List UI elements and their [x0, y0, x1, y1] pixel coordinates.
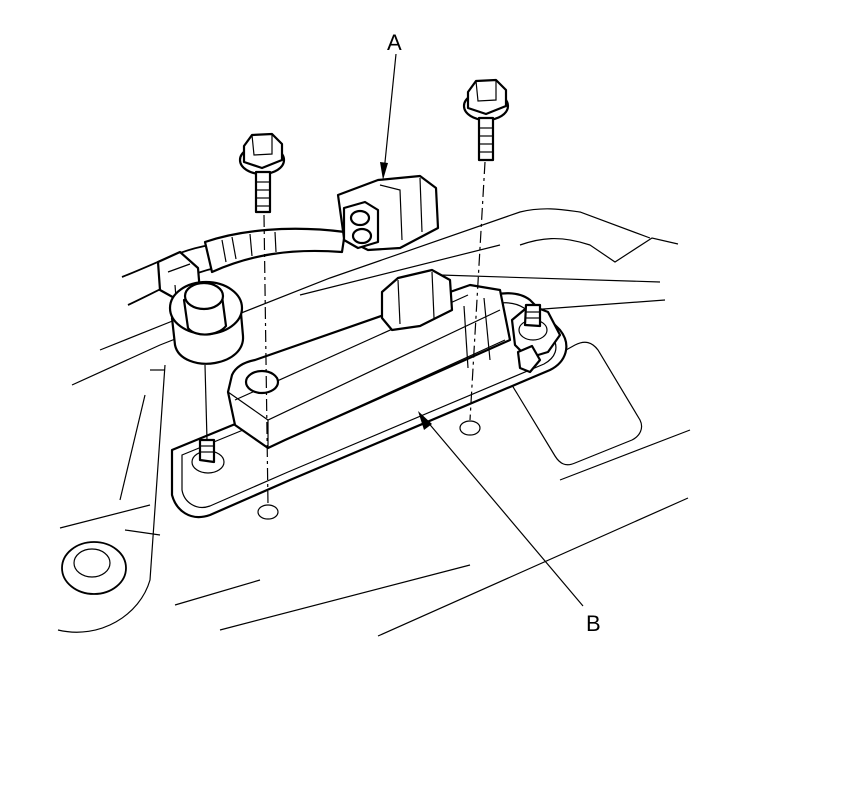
center-lines [257, 161, 486, 520]
connector-a [336, 174, 440, 252]
bolt-left [238, 132, 286, 214]
bolt-right [462, 78, 510, 162]
background-panel [57, 208, 691, 637]
callout-a-label: A [387, 30, 402, 55]
module-b [170, 268, 568, 519]
grommet [168, 280, 245, 365]
callout-b-label: B [586, 611, 601, 636]
leader-lines [380, 53, 584, 607]
panel-plug [61, 541, 127, 595]
